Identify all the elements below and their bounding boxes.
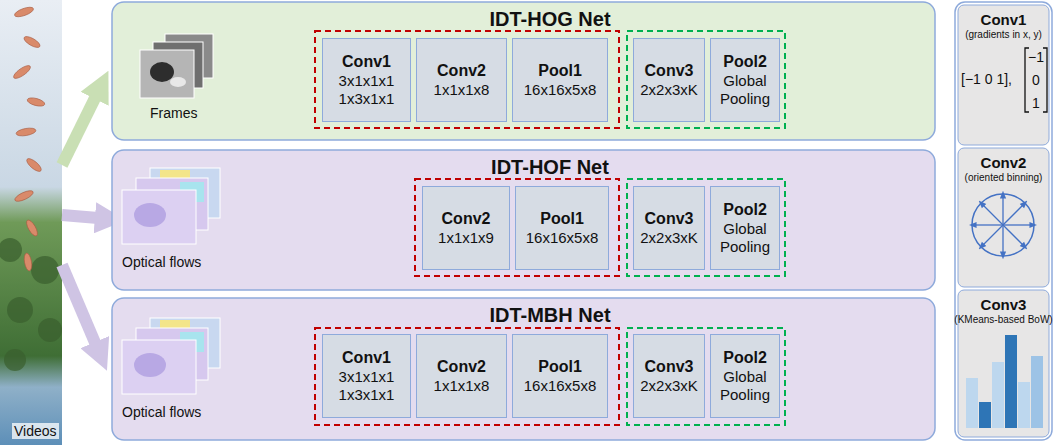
legend-section: Conv3(KMeans-based BoW) [958, 290, 1049, 437]
layer-name: Pool1 [540, 209, 584, 229]
layer-note: (gradients in x, y) [965, 29, 1042, 41]
layer-box: Conv32x2x3xK [633, 38, 705, 122]
panel-title: IDT-MBH Net [430, 304, 670, 327]
layer-name: Pool2 [723, 348, 767, 368]
image-caption: Frames [150, 105, 197, 121]
layer-name: Conv2 [437, 61, 486, 81]
layer-box: Conv32x2x3xK [633, 186, 705, 270]
layer-box: Pool116x16x5x8 [515, 186, 609, 270]
layer-name: Conv3 [645, 209, 694, 229]
layer-size: 3x1x1x1 1x3x1x1 [326, 368, 407, 404]
image-caption: Optical flows [122, 404, 201, 420]
layer-size: 16x16x5x8 [524, 377, 597, 395]
matrix-row: [−1 0 1], [961, 71, 1012, 87]
layer-size: 2x2x3xK [640, 81, 698, 99]
layer-name: Pool1 [538, 357, 582, 377]
layer-box: Pool2Global Pooling [710, 38, 780, 122]
layer-size: 1x1x1x8 [434, 377, 490, 395]
panel-title: IDT-HOF Net [430, 156, 670, 179]
layer-size: 1x1x1x9 [438, 229, 494, 247]
layer-name: Conv1 [981, 11, 1027, 29]
layer-box: Pool116x16x5x8 [512, 38, 608, 122]
layer-box: Pool2Global Pooling [710, 334, 780, 418]
layer-size: Global Pooling [714, 220, 776, 256]
layer-name: Pool2 [723, 52, 767, 72]
layer-box: Pool2Global Pooling [710, 186, 780, 270]
layer-size: Global Pooling [714, 72, 776, 108]
layer-note: (oriented binning) [965, 172, 1043, 184]
layer-name: Conv1 [342, 348, 391, 368]
layer-size: 16x16x5x8 [526, 229, 599, 247]
layer-box: Conv21x1x1x8 [416, 334, 507, 418]
matrix-entry: 1 [1026, 95, 1046, 111]
network-panel: IDT-HOG NetFramesConv13x1x1x1 1x3x1x1Con… [112, 2, 935, 140]
image-label: Videos [12, 423, 59, 439]
layer-name: Conv2 [442, 209, 491, 229]
layer-size: 3x1x1x1 1x3x1x1 [326, 72, 407, 108]
layer-box: Conv13x1x1x1 1x3x1x1 [322, 38, 411, 122]
legend-section: Conv2(oriented binning) [958, 148, 1049, 287]
matrix-entry: 0 [1026, 72, 1046, 88]
layer-name: Conv2 [981, 154, 1027, 172]
layer-size: 16x16x5x8 [524, 81, 597, 99]
layer-size: 2x2x3xK [640, 377, 698, 395]
layer-size: Global Pooling [714, 368, 776, 404]
layer-box: Pool116x16x5x8 [512, 334, 608, 418]
image-caption: Optical flows [122, 254, 201, 270]
layer-box: Conv21x1x1x8 [416, 38, 507, 122]
layer-name: Pool1 [538, 61, 582, 81]
layer-size: 2x2x3xK [640, 229, 698, 247]
layer-size: 1x1x1x8 [434, 81, 490, 99]
network-panel: IDT-MBH NetOptical flows Conv13x1x1x1 1x3… [112, 298, 935, 440]
layer-name: Conv1 [342, 52, 391, 72]
matrix-entry: −1 [1026, 49, 1046, 65]
layer-box: Conv32x2x3xK [633, 334, 705, 418]
layer-box: Conv13x1x1x1 1x3x1x1 [322, 334, 411, 418]
layer-note: (KMeans-based BoW) [954, 314, 1052, 326]
layer-box: Conv21x1x1x9 [422, 186, 510, 270]
layer-name: Conv3 [645, 61, 694, 81]
panel-title: IDT-HOG Net [430, 8, 670, 31]
layer-name: Conv3 [981, 296, 1027, 314]
network-panel: IDT-HOF NetOptical flowsConv21x1x1x9Pool… [112, 150, 935, 290]
layer-name: Pool2 [723, 200, 767, 220]
layer-name: Conv3 [645, 357, 694, 377]
layer-name: Conv2 [437, 357, 486, 377]
